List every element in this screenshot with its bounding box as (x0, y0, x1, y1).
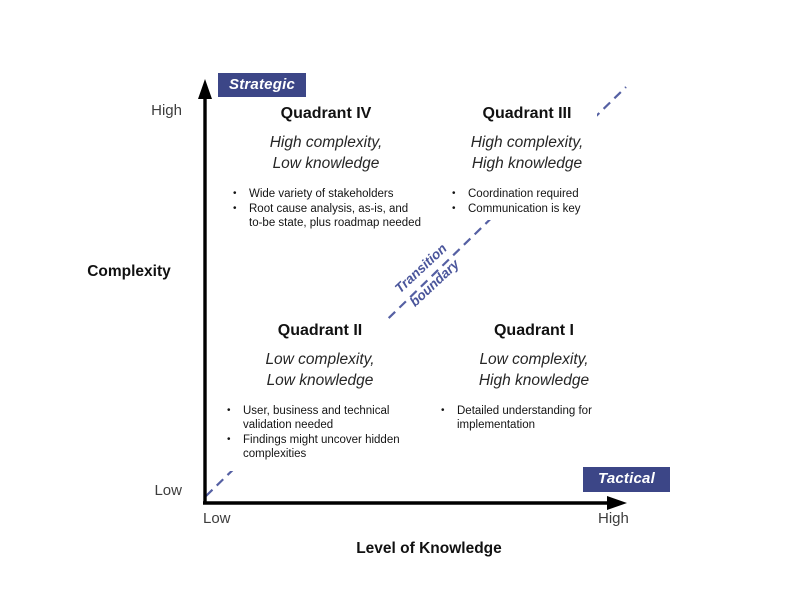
quadrant-iv-subtitle: High complexity, Low knowledge (269, 134, 383, 172)
y-axis-title: Complexity (87, 263, 171, 280)
y-axis-high-label: High (151, 102, 182, 119)
bullet-icon: • (452, 188, 456, 199)
bullet-item: • User, business and technical validatio… (222, 404, 418, 432)
y-axis-low-label: Low (154, 482, 182, 499)
x-axis-arrowhead-icon (607, 496, 627, 510)
bullet-item: • Root cause analysis, as-is, and to-be … (228, 202, 424, 230)
bullet-item: • Communication is key (447, 202, 597, 216)
x-axis-high-label: High (598, 510, 629, 527)
bullet-item: • Findings might uncover hidden complexi… (222, 433, 418, 461)
bullet-icon: • (441, 405, 445, 416)
y-axis-arrowhead-icon (198, 79, 212, 99)
quadrant-i-block: Quadrant I Low complexity, High knowledg… (436, 321, 632, 433)
quadrant-i-title: Quadrant I (493, 322, 574, 339)
quadrant-ii-bullets: • User, business and technical validatio… (222, 404, 418, 461)
bullet-icon: • (452, 203, 456, 214)
quadrant-iii-bullets: • Coordination required • Communication … (447, 187, 597, 216)
quadrant-iv-block: Quadrant IV High complexity, Low knowled… (228, 104, 424, 231)
quadrant-iv-title: Quadrant IV (280, 105, 372, 122)
quadrant-iii-block: Quadrant III High complexity, High knowl… (447, 104, 597, 220)
quadrant-ii-block: Quadrant II Low complexity, Low knowledg… (222, 321, 418, 471)
bullet-icon: • (227, 405, 231, 416)
bullet-item: • Detailed understanding for implementat… (436, 404, 632, 432)
quadrant-i-subtitle: Low complexity, High knowledge (478, 351, 590, 389)
quadrant-ii-subtitle: Low complexity, Low knowledge (265, 351, 375, 389)
bullet-item: • Wide variety of stakeholders (228, 187, 424, 201)
bullet-icon: • (227, 434, 231, 445)
quadrant-iii-subtitle: High complexity, High knowledge (470, 134, 584, 172)
quadrant-i-bullets: • Detailed understanding for implementat… (436, 404, 632, 432)
quadrant-iv-bullets: • Wide variety of stakeholders • Root ca… (228, 187, 424, 230)
tactical-badge: Tactical (583, 467, 670, 492)
strategic-badge: Strategic (218, 73, 306, 97)
quadrant-ii-title: Quadrant II (277, 322, 363, 339)
bullet-icon: • (233, 203, 237, 214)
bullet-item: • Coordination required (447, 187, 597, 201)
x-axis-title: Level of Knowledge (356, 540, 502, 557)
bullet-icon: • (233, 188, 237, 199)
quadrant-iii-title: Quadrant III (482, 105, 572, 122)
x-axis-low-label: Low (203, 510, 231, 527)
